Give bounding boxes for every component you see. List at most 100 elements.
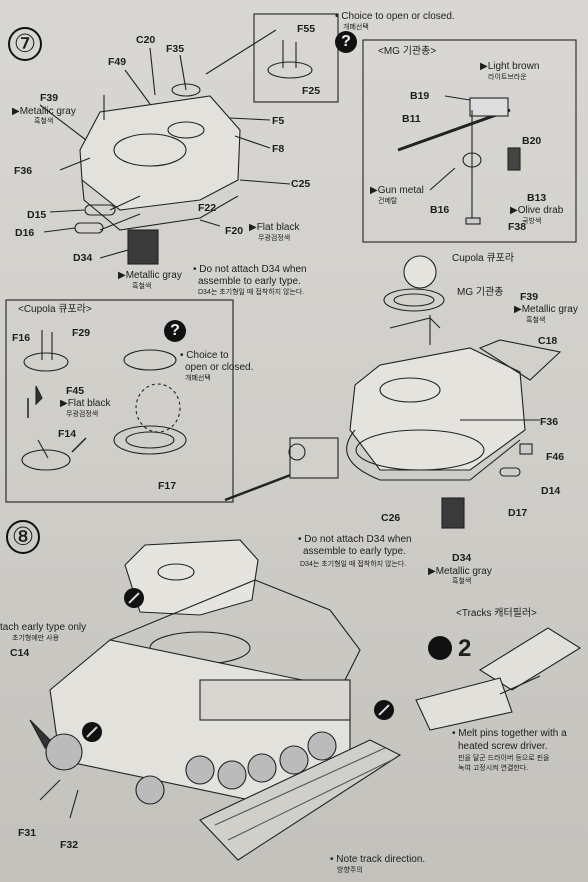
note-d34-kr: D34는 초기형일 때 접착하지 않는다. [198,289,305,296]
no-glue-icon [124,588,144,608]
cupola-choice-line2: open or closed. [185,362,254,373]
part-f45: F45 [66,385,85,397]
part-f16: F16 [12,332,31,344]
part-f36-lower: F36 [540,416,559,428]
label-gun-metal: ▶Gun metal [370,185,424,196]
label-light-brown: ▶Light brown [480,61,540,72]
choice-top-note: • Choice to open or closed. [335,11,455,22]
question-icon: ? [335,31,357,53]
no-glue-icon [374,700,394,720]
cupola-box-title: <Cupola 큐포라> [18,304,92,315]
note-d34-lower-kr: D34는 초기형일 때 접착하지 않는다. [300,561,407,568]
label-metallic-gray-lower-2-kr: 흑철색 [452,578,472,585]
part-f14: F14 [58,428,77,440]
mg-drawing [397,95,521,225]
part-d14: D14 [541,485,561,497]
label-gun-metal-kr: 건메탈 [378,198,398,205]
d34-plate-lower [441,497,465,529]
label-flat-black: ▶Flat black [249,222,300,233]
part-f38: F38 [508,221,527,233]
label-metallic-gray-lower: ▶Metallic gray [514,304,578,315]
track-direction-note-kr: 방향주의 [337,867,363,874]
label-olive-drab-kr: 국방색 [522,218,542,225]
label-metallic-gray-d34: ▶Metallic gray [118,270,182,281]
lower-turret-drawing [224,255,562,529]
part-f22: F22 [198,202,217,214]
melt-note-line1: • Melt pins together with a [452,728,567,739]
label-metallic-gray-kr: 흑철색 [34,118,54,125]
part-f35: F35 [166,43,185,55]
part-f25: F25 [302,85,321,97]
melt-note-kr: 핀을 달군 드라이버 등으로 핀을 [458,755,550,762]
note-d34-lower-line2: assemble to early type. [303,546,406,557]
part-f39: F39 [40,92,59,104]
label-flat-black-kr: 무광검정색 [258,235,291,242]
part-f31: F31 [18,827,37,839]
multiple-parts-icon [428,636,452,660]
tracks-title: <Tracks 캐터필러> [456,608,537,619]
part-f20: F20 [225,225,244,237]
d34-plate [127,229,159,265]
part-c26: C26 [381,512,401,524]
part-b11: B11 [402,113,421,125]
part-b20: B20 [522,135,542,147]
part-c25: C25 [291,178,311,190]
part-f46: F46 [546,451,565,463]
label-flat-black-cupola-kr: 무광검정색 [66,411,99,418]
note-d34-lower-line1: • Do not attach D34 when [298,534,412,545]
label-metallic-gray-lower-kr: 흑철색 [526,317,546,324]
part-d17: D17 [508,507,528,519]
part-f32: F32 [60,839,79,851]
f55-inset-box [253,13,339,103]
no-glue-icon [82,722,102,742]
label-flat-black-cupola: ▶Flat black [60,398,111,409]
label-metallic-gray: ▶Metallic gray [12,106,76,117]
part-f5: F5 [272,115,285,127]
label-metallic-gray-lower-2: ▶Metallic gray [428,566,492,577]
label-metallic-gray-d34-kr: 흑철색 [132,283,152,290]
part-f8: F8 [272,143,285,155]
mg-box-frame [362,39,577,243]
tracks-drawing [415,627,582,731]
part-d15: D15 [27,209,47,221]
part-f36: F36 [14,165,33,177]
cupola-choice-line1: • Choice to [180,350,229,361]
track-direction-note: • Note track direction. [330,854,426,865]
label-light-brown-kr: 라이트브라운 [488,74,527,81]
part-f39-lower: F39 [520,291,539,303]
part-d34-lower: D34 [452,552,472,564]
mg-box-title: <MG 기관총> [378,46,437,57]
part-f55: F55 [297,23,316,35]
part-b16: B16 [430,204,450,216]
note-d34-line1: • Do not attach D34 when [193,264,307,275]
cupola-box-drawing [21,330,187,471]
step-7-number: ⑦ [8,27,42,61]
label-olive-drab: ▶Olive drab [510,205,564,216]
part-c14: C14 [10,647,30,659]
label-early-type: tach early type only [0,622,87,633]
cupola-choice-kr: 개폐선택 [185,375,211,382]
part-f17: F17 [158,480,177,492]
choice-top-note-kr: 개폐선택 [343,24,369,31]
note-d34-line2: assemble to early type. [198,276,301,287]
melt-note-line2: heated screw driver. [458,741,548,752]
melt-note-kr-2: 녹여 고정시켜 연결한다. [458,765,529,772]
tracks-count: 2 [458,635,472,662]
cupola-box-frame [5,299,234,503]
step-8-number: ⑧ [6,520,40,554]
part-f49: F49 [108,56,127,68]
part-b19: B19 [410,90,430,102]
question-icon-cupola: ? [164,320,186,342]
upper-turret-drawing [39,29,291,231]
label-early-type-kr: 초기형에만 사용 [12,635,60,642]
hull-drawing [29,539,402,861]
part-c20: C20 [136,34,156,46]
label-cupola: Cupola 큐포라 [452,253,515,264]
part-b13: B13 [527,192,547,204]
part-c18: C18 [538,335,558,347]
part-d16: D16 [15,227,35,239]
part-d34: D34 [73,252,93,264]
part-f29: F29 [72,327,91,339]
